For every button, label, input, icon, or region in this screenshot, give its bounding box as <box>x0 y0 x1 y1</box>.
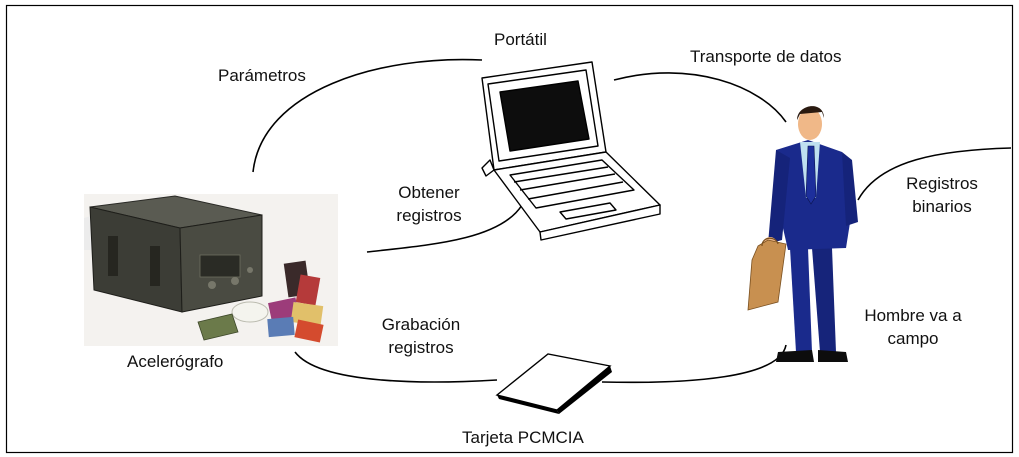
label-hombre-va-a-campo: Hombre va a campo <box>856 306 970 349</box>
label-obtener-registros: Obtener registros <box>384 183 474 226</box>
label-grabacion-registros: Grabación registros <box>366 315 476 358</box>
connector-transporte <box>613 72 787 123</box>
label-obtener-line2: registros <box>396 206 462 225</box>
label-grabacion-line1: Grabación <box>381 315 461 334</box>
connector-obtener <box>366 204 523 253</box>
accelerograph-photo <box>84 194 338 346</box>
connector-registros-binarios <box>857 147 1012 201</box>
connector-parametros <box>252 58 483 173</box>
connector-grabacion <box>294 351 498 383</box>
label-portatil: Portátil <box>494 30 547 49</box>
label-registros-binarios-line1: Registros <box>906 174 978 193</box>
label-hombre-line1: Hombre va a <box>864 306 962 325</box>
connector-hombre <box>601 344 787 384</box>
label-parametros: Parámetros <box>218 66 306 85</box>
label-tarjeta-pcmcia: Tarjeta PCMCIA <box>462 428 584 447</box>
label-grabacion-line2: registros <box>388 338 454 357</box>
businessman-icon <box>747 106 858 362</box>
label-hombre-line2: campo <box>887 329 939 348</box>
label-registros-binarios: Registros binarios <box>892 174 992 217</box>
label-transporte-de-datos: Transporte de datos <box>690 47 842 66</box>
diagram-border <box>5 4 1014 454</box>
label-acelerografo: Acelerógrafo <box>127 352 224 371</box>
laptop-icon <box>481 61 661 241</box>
pcmcia-card-icon <box>495 353 612 414</box>
label-registros-binarios-line2: binarios <box>912 197 972 216</box>
label-obtener-line1: Obtener <box>398 183 460 202</box>
